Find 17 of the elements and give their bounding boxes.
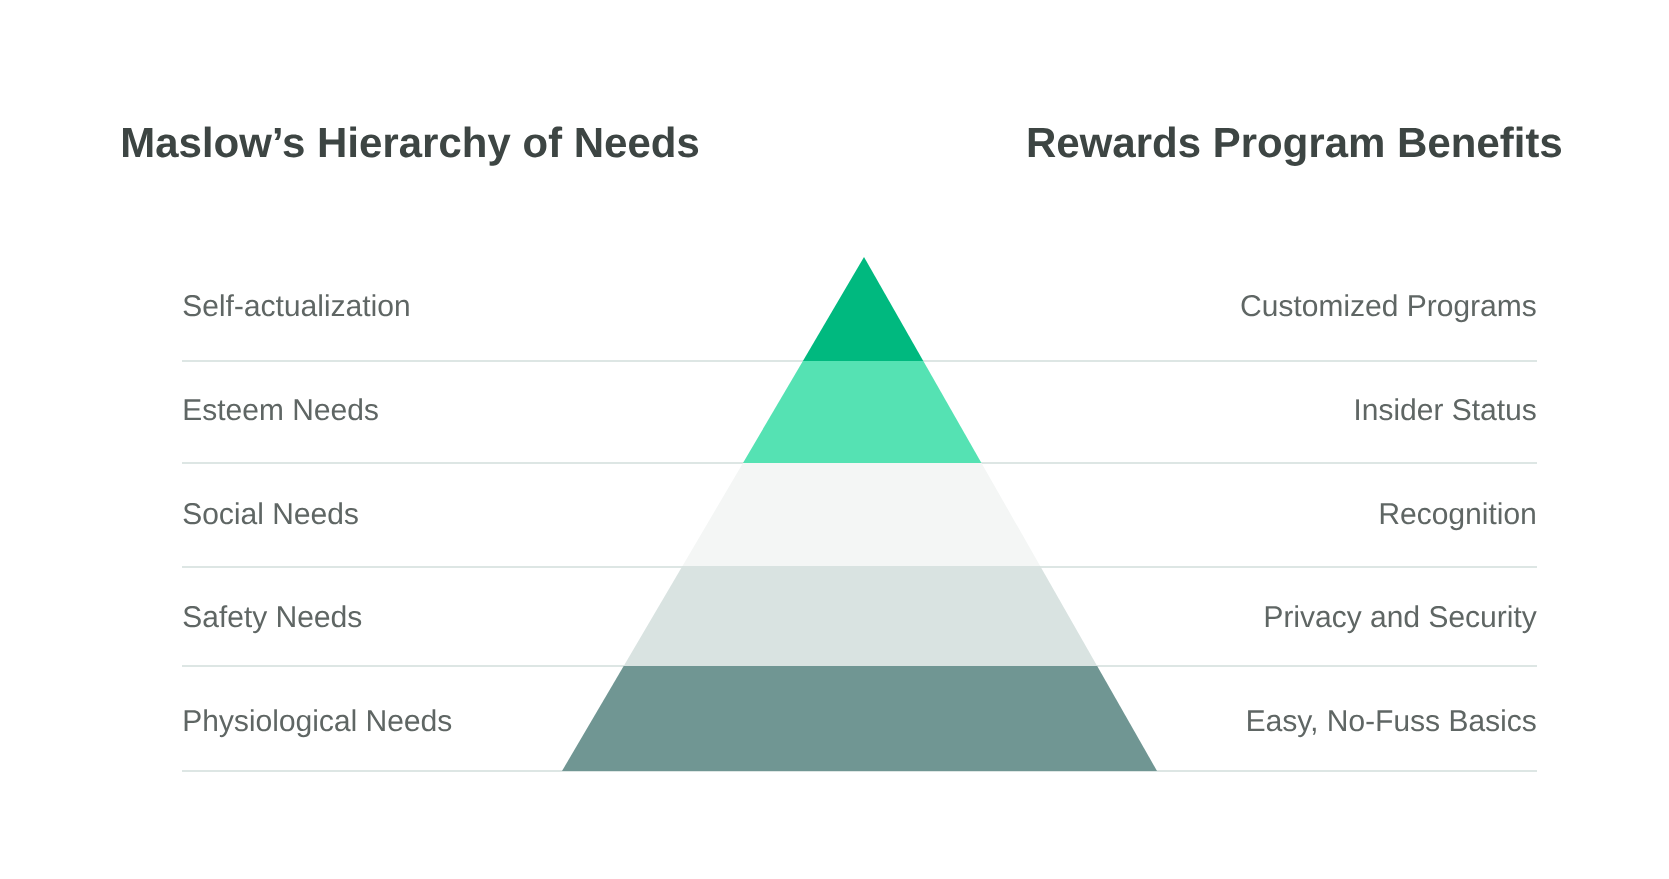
pyramid-tip — [802, 257, 924, 361]
benefit-label: Easy, No-Fuss Basics — [1248, 709, 1536, 738]
need-label: Esteem Needs — [184, 398, 378, 421]
pyramid-tier — [682, 463, 1041, 566]
benefit-label: Privacy and Security — [1265, 605, 1537, 634]
benefit-label: Recognition — [1380, 502, 1535, 531]
pyramid-tier — [623, 566, 1098, 666]
column-heading: Rewards Program Benefits — [1028, 126, 1562, 166]
benefit-label: Insider Status — [1356, 398, 1536, 421]
need-label: Safety Needs — [183, 605, 362, 634]
column-heading: Maslow’s Hierarchy of Needs — [123, 126, 699, 166]
pyramid-tier — [742, 361, 982, 463]
need-label: Physiological Needs — [184, 709, 452, 738]
need-label: Self-actualization — [183, 294, 409, 317]
pyramid-tier — [562, 666, 1157, 771]
need-label: Social Needs — [183, 502, 358, 525]
benefit-label: Customized Programs — [1241, 294, 1536, 323]
